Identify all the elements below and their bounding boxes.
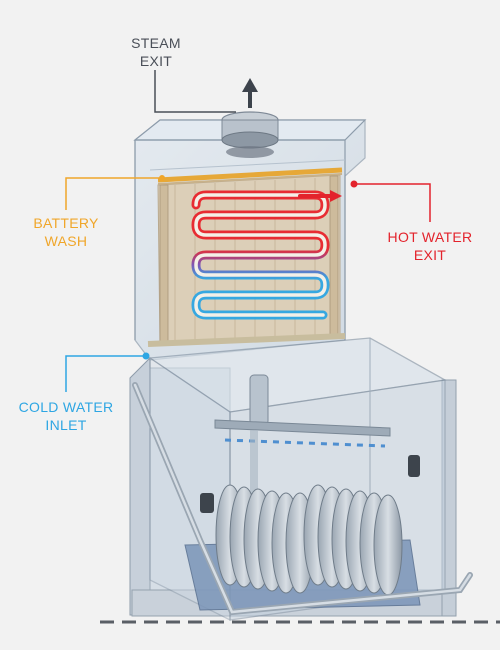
hot-water-exit-leader: [350, 180, 431, 222]
cold-water-inlet-label: COLD WATER INLET: [4, 398, 128, 434]
steam-exit-leader: [154, 70, 258, 113]
cold-water-inlet-leader: [65, 352, 150, 392]
hot-water-exit-label: HOT WATER EXIT: [370, 228, 490, 264]
hot-water-exit-label-line1: HOT WATER: [387, 229, 473, 245]
steam-exit-label: STEAM EXIT: [108, 34, 204, 70]
battery-wash-label-line2: WASH: [44, 233, 88, 249]
dish-rack: [184, 455, 421, 611]
cold-water-inlet-label-line1: COLD WATER: [18, 399, 114, 415]
battery-wash-bar: [157, 167, 343, 183]
hot-water-exit-label-line2: EXIT: [413, 247, 447, 263]
battery-wash-label: BATTERY WASH: [14, 214, 118, 250]
door-handle: [132, 382, 473, 616]
steam-exit-label-line2: EXIT: [139, 53, 173, 69]
coil: [191, 190, 342, 320]
battery-wash-label-line1: BATTERY: [33, 215, 99, 231]
cold-water-inlet-label-line2: INLET: [45, 417, 87, 433]
steam-exit-label-line1: STEAM: [131, 35, 181, 51]
battery-wash-leader: [65, 175, 165, 210]
steam-chimney: [221, 111, 279, 158]
